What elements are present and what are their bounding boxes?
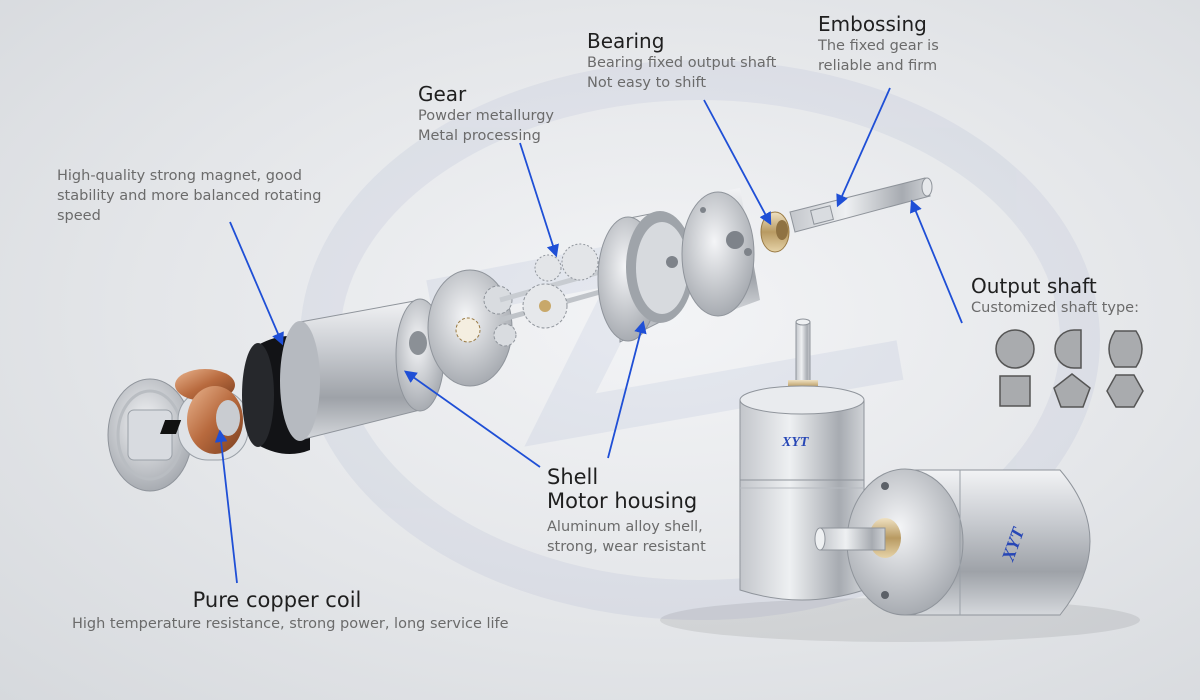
arrow-embossing <box>836 87 891 208</box>
front-plate <box>681 188 760 317</box>
copper-coil-desc: High temperature resistance, strong powe… <box>72 616 509 632</box>
magnet-desc-line-3: speed <box>57 208 101 224</box>
bearing-desc-line-2: Not easy to shift <box>587 75 707 91</box>
shell-title-line-1: Shell <box>547 465 599 489</box>
end-cap <box>107 378 193 492</box>
assembled-motor-horizontal: XYT <box>814 468 1091 616</box>
embossing-desc-line-2: reliable and firm <box>818 58 938 74</box>
gearbox-housing <box>597 211 694 343</box>
brand-logo-icon: XYT <box>781 435 810 450</box>
leader-arrows <box>214 87 963 584</box>
embossing-desc-line-1: The fixed gear is <box>818 38 939 54</box>
label-copper-coil: Pure copper coil High temperature resist… <box>72 588 522 634</box>
shell-desc-line-2: strong, wear resistant <box>547 539 706 555</box>
output-shaft-title: Output shaft <box>971 274 1097 298</box>
magnet-desc-line-2: stability and more balanced rotating <box>57 188 322 204</box>
magnet-desc-line-1: High-quality strong magnet, good <box>57 168 302 184</box>
bearing-title: Bearing <box>587 29 665 53</box>
gear-title: Gear <box>418 82 467 106</box>
shaft-type-pentagon <box>1053 373 1091 408</box>
shaft-type-hexagon <box>1106 374 1144 408</box>
gear-desc-line-2: Metal processing <box>418 128 541 144</box>
arrow-output-shaft <box>910 199 963 324</box>
arrow-bearing <box>703 99 772 226</box>
shaft-type-swatches <box>995 329 1144 408</box>
label-gear: Gear Powder metallurgy Metal processing <box>418 82 554 146</box>
label-embossing: Embossing The fixed gear is reliable and… <box>818 12 939 76</box>
output-shaft-desc: Customized shaft type: <box>971 300 1139 316</box>
shaft-type-square <box>999 375 1031 407</box>
motor-can <box>160 298 445 441</box>
arrow-shell-motor <box>403 370 541 468</box>
arrow-copper-coil <box>214 429 238 584</box>
embossing-title: Embossing <box>818 12 927 36</box>
shaft-type-round <box>995 329 1035 369</box>
shell-title-line-2: Motor housing <box>547 489 698 513</box>
gear-plate <box>427 269 517 387</box>
arrow-shell-gearbox <box>607 320 647 459</box>
shaft-type-double-d <box>1108 330 1143 368</box>
shell-desc-line-1: Aluminum alloy shell, <box>547 519 703 535</box>
bearing-desc-line-1: Bearing fixed output shaft <box>587 55 777 71</box>
copper-coil-part <box>175 369 249 461</box>
label-shell: Shell Motor housing Aluminum alloy shell… <box>547 465 706 557</box>
label-bearing: Bearing Bearing fixed output shaft Not e… <box>587 29 776 93</box>
label-output-shaft: Output shaft Customized shaft type: <box>971 274 1139 318</box>
output-shaft-part <box>789 177 933 233</box>
arrow-magnet <box>229 221 284 346</box>
arrow-gear <box>519 142 559 258</box>
label-magnet: High-quality strong magnet, good stabili… <box>57 166 321 226</box>
copper-coil-title: Pure copper coil <box>192 588 362 612</box>
shaft-type-d-cut <box>1054 329 1082 369</box>
bearing-part <box>760 211 790 253</box>
gear-desc-line-1: Powder metallurgy <box>418 108 555 124</box>
